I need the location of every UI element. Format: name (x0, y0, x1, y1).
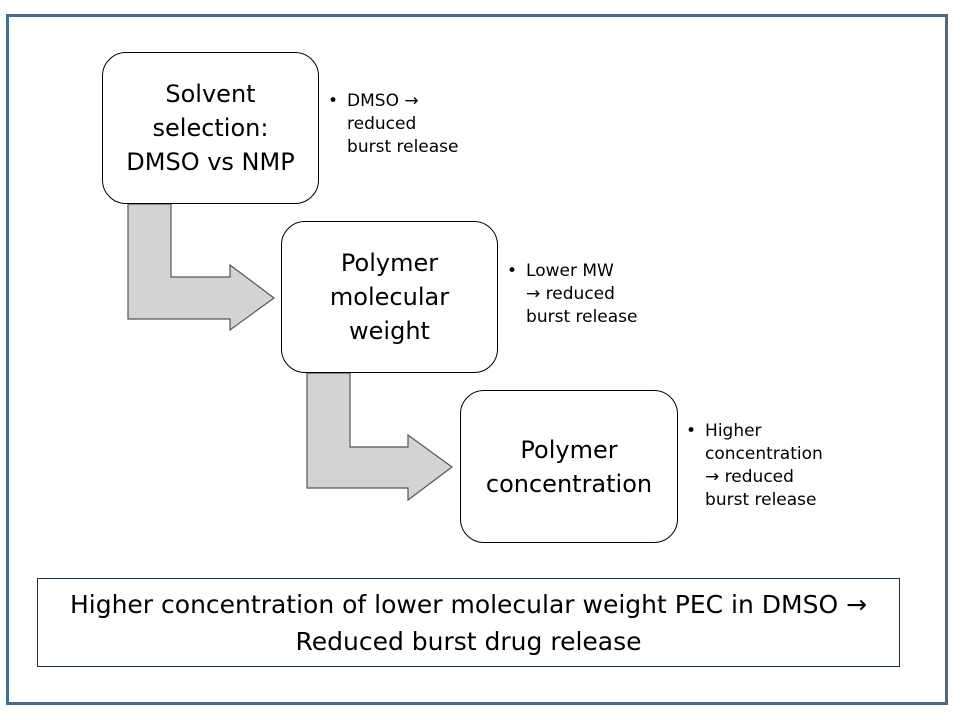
bent-arrow-1 (127, 203, 276, 332)
bullet-marker: • (686, 421, 697, 441)
step-solvent-selection-box: Solvent selection: DMSO vs NMP (102, 52, 319, 204)
bullet-marker: • (328, 91, 339, 111)
note-concentration: • Higher concentration → reduced burst r… (686, 420, 823, 512)
note-solvent-text: DMSO → reduced burst release (347, 91, 459, 157)
note-solvent: • DMSO → reduced burst release (328, 90, 459, 159)
bent-arrow-2 (306, 372, 454, 502)
note-concentration-text: Higher concentration → reduced burst rel… (705, 421, 823, 510)
slide-frame (6, 14, 948, 705)
step-polymer-concentration-box: Polymer concentration (460, 390, 678, 543)
note-molecular-weight-text: Lower MW → reduced burst release (526, 261, 638, 327)
note-molecular-weight: • Lower MW → reduced burst release (507, 260, 638, 329)
step-polymer-molecular-weight-box: Polymer molecular weight (281, 221, 498, 373)
bullet-marker: • (507, 261, 518, 281)
conclusion-box: Higher concentration of lower molecular … (37, 578, 900, 667)
